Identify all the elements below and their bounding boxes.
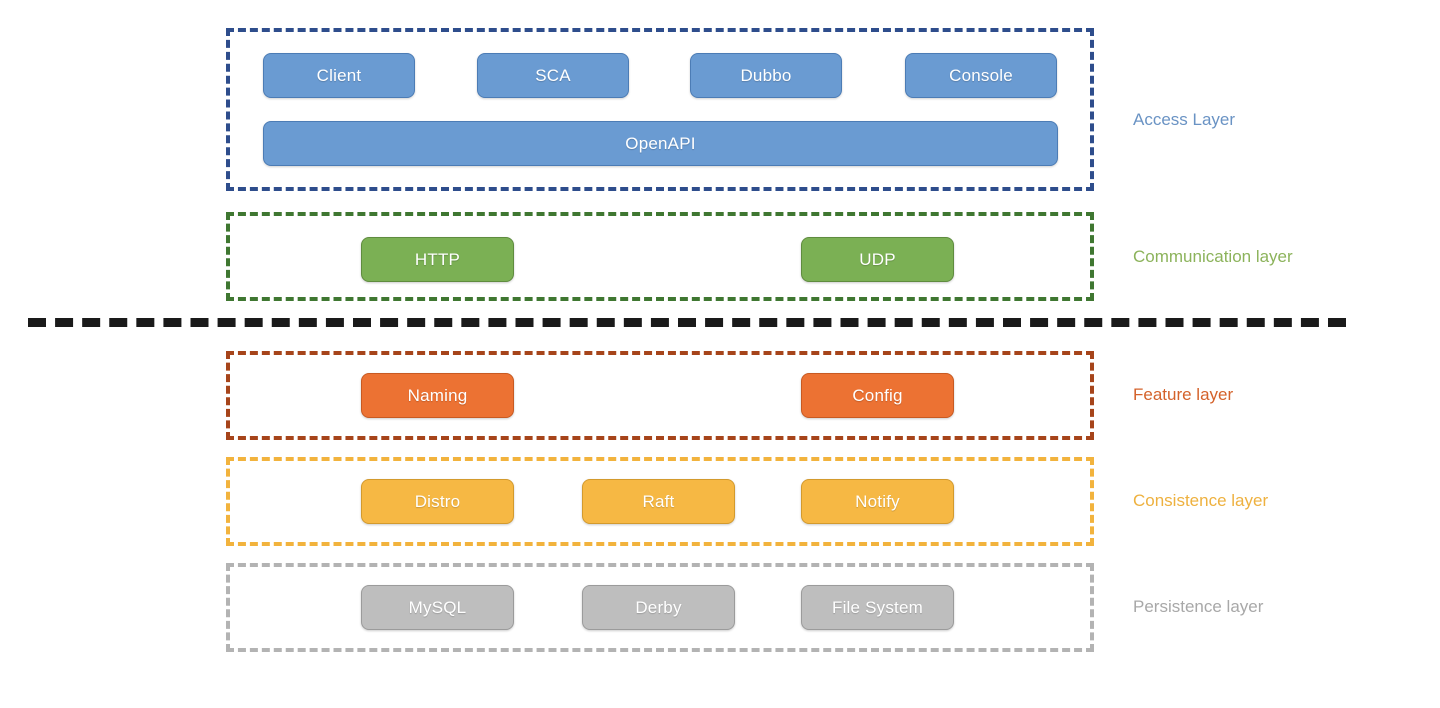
node-label: Notify	[855, 491, 900, 511]
node-sca[interactable]: SCA	[477, 53, 629, 98]
node-label: OpenAPI	[625, 133, 696, 153]
layer-label-consistence: Consistence layer	[1133, 491, 1269, 510]
node-label: HTTP	[414, 249, 461, 269]
node-label: MySQL	[408, 597, 467, 617]
node-naming[interactable]: Naming	[361, 373, 514, 418]
node-label: Client	[316, 65, 362, 85]
node-label: Naming	[407, 385, 468, 405]
node-notify[interactable]: Notify	[801, 479, 954, 524]
node-label: Dubbo	[740, 65, 792, 85]
node-label: Console	[949, 65, 1013, 85]
node-client[interactable]: Client	[263, 53, 415, 98]
node-label: File System	[832, 597, 923, 617]
client-server-divider	[28, 318, 1346, 327]
node-dubbo[interactable]: Dubbo	[690, 53, 842, 98]
node-label: Distro	[414, 491, 461, 511]
node-file-system[interactable]: File System	[801, 585, 954, 630]
layer-label-communication: Communication layer	[1133, 247, 1293, 266]
layer-label-persistence: Persistence layer	[1133, 597, 1264, 616]
node-distro[interactable]: Distro	[361, 479, 514, 524]
node-udp[interactable]: UDP	[801, 237, 954, 282]
node-label: Config	[852, 385, 903, 405]
node-label: Derby	[635, 597, 682, 617]
node-derby[interactable]: Derby	[582, 585, 735, 630]
node-http[interactable]: HTTP	[361, 237, 514, 282]
layer-label-feature: Feature layer	[1133, 385, 1234, 404]
layer-container-feature	[226, 351, 1094, 440]
layer-container-communication	[226, 212, 1094, 301]
node-console[interactable]: Console	[905, 53, 1057, 98]
node-mysql[interactable]: MySQL	[361, 585, 514, 630]
node-label: Raft	[642, 491, 675, 511]
node-label: SCA	[535, 65, 571, 85]
node-raft[interactable]: Raft	[582, 479, 735, 524]
node-openapi[interactable]: OpenAPI	[263, 121, 1058, 166]
node-label: UDP	[859, 249, 896, 269]
node-config[interactable]: Config	[801, 373, 954, 418]
layer-label-access: Access Layer	[1133, 110, 1236, 129]
